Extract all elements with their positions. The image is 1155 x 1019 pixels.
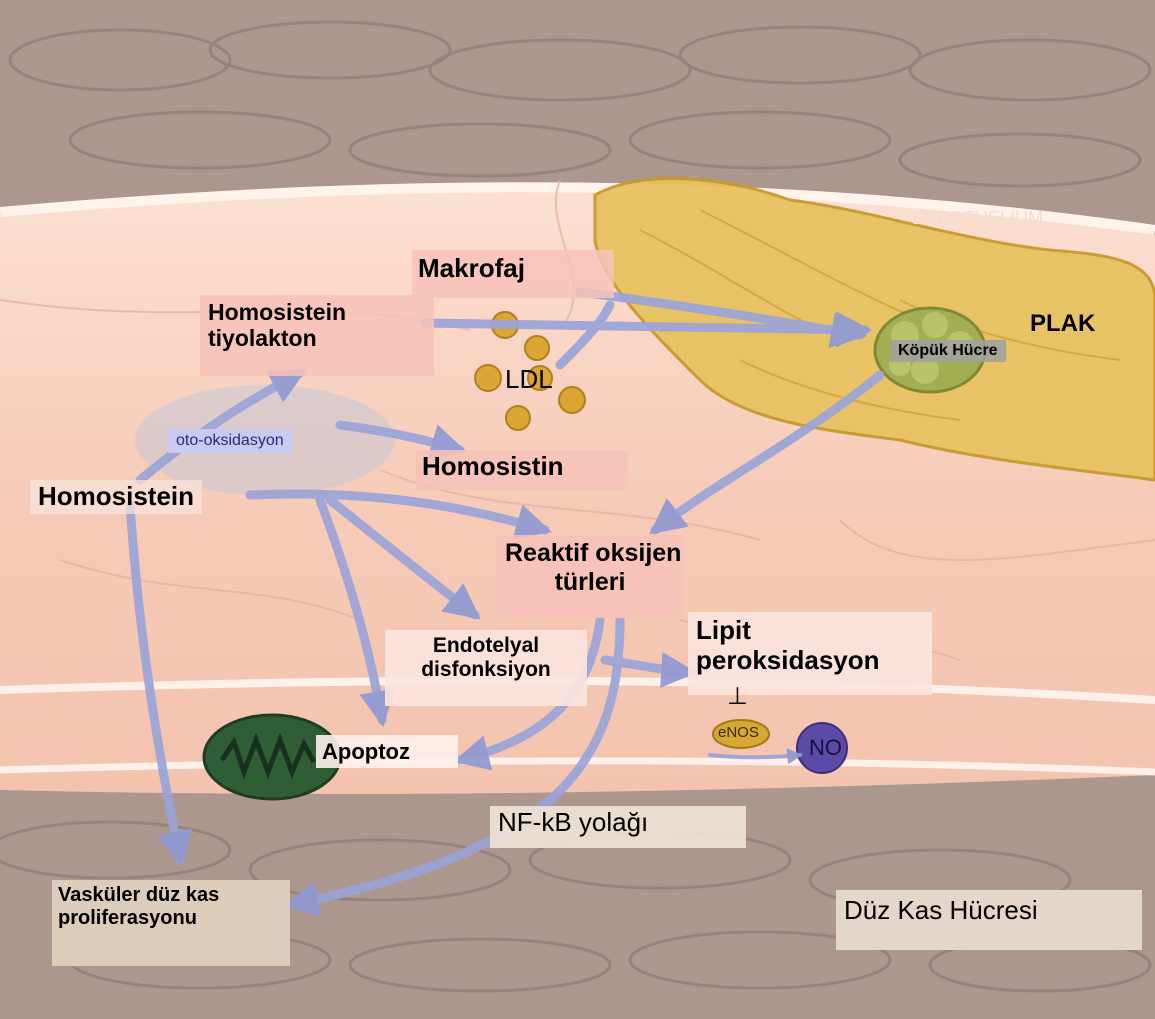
kopuk-hucre-label: Köpük Hücre (890, 340, 1006, 362)
reaktif-oksijen-label: Reaktif oksijen türleri (497, 535, 683, 618)
inhibit-symbol: ⊥ (727, 683, 748, 711)
reaktif-line1: Reaktif oksijen (505, 539, 675, 568)
arrow-enos-no (710, 755, 800, 757)
homosistein-tiyolakton-label: Homosistein tiyolakton (200, 295, 434, 376)
makrofaj-label: Makrofaj (412, 250, 614, 298)
vaskuler-label: Vasküler düz kas proliferasyonu (52, 880, 290, 966)
endotelyal-disfonksiyon-label: Endotelyal disfonksiyon (385, 630, 587, 706)
apoptoz-label: Apoptoz (316, 735, 458, 768)
vaskuler-line2: proliferasyonu (58, 907, 284, 930)
homosistin-label: Homosistin (416, 450, 628, 490)
plak-label: PLAK (1030, 310, 1095, 338)
vaskuler-line1: Vasküler düz kas (58, 884, 284, 907)
endotelyal-line2: disfonksiyon (391, 658, 581, 682)
no-label: NO (809, 735, 842, 760)
reaktif-line2: türleri (505, 568, 675, 597)
lipit-line1: Lipit (696, 616, 924, 646)
oto-oksidasyon-label: oto-oksidasyon (168, 429, 292, 453)
endothelium-label: ENDOTHELIUM (912, 208, 1043, 229)
nfkb-label: NF-kB yolağı (490, 806, 746, 848)
endotelyal-line1: Endotelyal (391, 634, 581, 658)
lipit-line2: peroksidasyon (696, 646, 924, 676)
enos-label: eNOS (718, 724, 759, 741)
homosistein-tiyolakton-line1: Homosistein (208, 299, 426, 325)
lipit-peroksidasyon-label: Lipit peroksidasyon (688, 612, 932, 695)
homosistein-tiyolakton-line2: tiyolakton (208, 325, 426, 351)
ldl-label: LDL (505, 365, 553, 395)
homosistein-label: Homosistein (30, 480, 202, 514)
duz-kas-label: Düz Kas Hücresi (836, 890, 1142, 950)
